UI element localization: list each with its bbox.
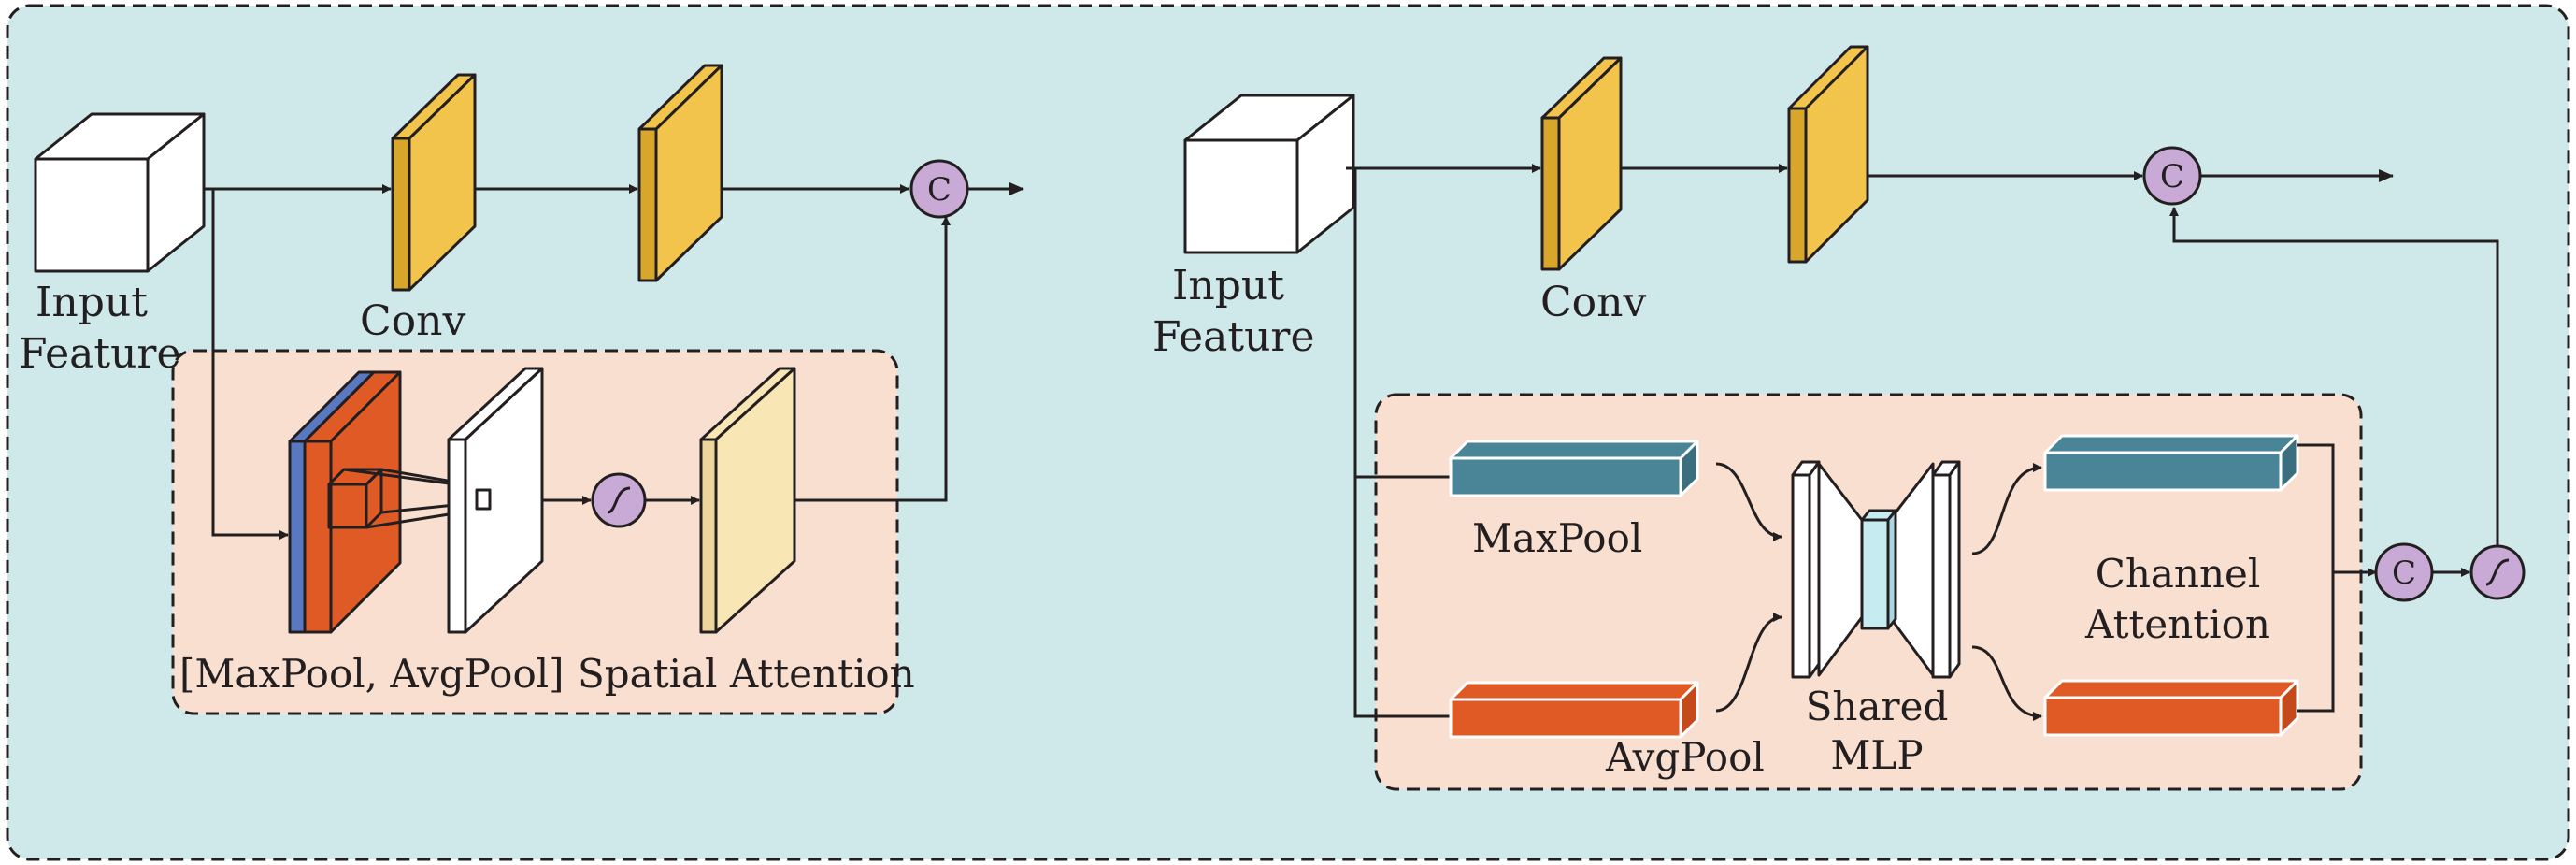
left-concat-symbol: C	[927, 171, 952, 209]
right-sigmoid-node	[2469, 544, 2526, 600]
left-sigmoid-icon	[607, 486, 631, 514]
right-concat-symbol-bottom: C	[2392, 555, 2416, 592]
left-sigmoid-node	[591, 472, 647, 528]
right-module: Input Feature Conv C	[1152, 45, 2526, 791]
right-concat-symbol-top: C	[2160, 158, 2184, 195]
right-shared-mlp	[1791, 460, 1961, 679]
left-pooled-maps	[288, 370, 402, 634]
right-input-label-line1: Input	[1172, 262, 1284, 310]
right-conv-label: Conv	[1540, 279, 1646, 326]
right-sigmoid-icon	[2485, 558, 2510, 586]
left-white-map	[447, 367, 544, 634]
left-pool-label: [MaxPool, AvgPool]	[179, 651, 565, 697]
right-avgpool-label: AvgPool	[1605, 734, 1765, 780]
left-conv1	[391, 73, 477, 292]
left-module: Input Feature Conv C	[19, 64, 1024, 715]
right-attention-label-line1: Channel	[2096, 551, 2261, 597]
right-channel-bar-top	[2043, 434, 2299, 492]
right-mlp-label-line1: Shared	[1806, 684, 1949, 729]
right-attention-label-line2: Attention	[2084, 601, 2270, 647]
left-conv-label: Conv	[360, 297, 465, 345]
left-input-cube	[34, 112, 206, 273]
left-spatial-attention-map	[699, 367, 796, 634]
left-attention-label: Spatial Attention	[578, 651, 915, 697]
left-input-label-line1: Input	[36, 279, 148, 326]
right-avgpool-bar	[1449, 681, 1699, 739]
left-input-label-line2: Feature	[19, 330, 181, 378]
right-maxpool-bar	[1449, 440, 1699, 497]
right-input-cube	[1183, 94, 1355, 254]
right-maxpool-label: MaxPool	[1472, 515, 1642, 561]
right-conv2	[1787, 45, 1869, 264]
right-channel-bar-bottom	[2043, 679, 2299, 737]
right-conv1	[1540, 56, 1623, 271]
left-conv2	[637, 64, 723, 282]
right-input-label-line2: Feature	[1152, 313, 1315, 361]
right-mlp-label-line2: MLP	[1830, 732, 1923, 778]
